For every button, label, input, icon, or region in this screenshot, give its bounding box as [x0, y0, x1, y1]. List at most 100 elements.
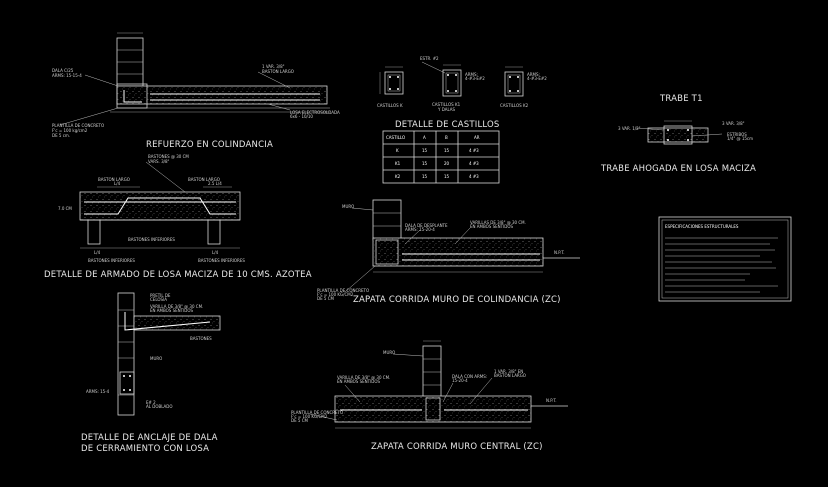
- title-trabe-t1: TRABE T1: [659, 94, 703, 104]
- svg-text:DE 5 CM: DE 5 CM: [317, 296, 334, 301]
- svg-text:PLANTILLA DE CONCRETO: PLANTILLA DE CONCRETO: [317, 288, 369, 293]
- svg-text:ARMS:: ARMS:: [465, 72, 478, 77]
- title-detalle-losa: DETALLE DE ARMADO DE LOSA MACIZA DE 10 C…: [44, 270, 312, 280]
- svg-text:BASTONES: BASTONES: [190, 336, 212, 341]
- svg-text:K: K: [396, 148, 399, 153]
- svg-text:1/4" @ 15cm: 1/4" @ 15cm: [727, 136, 753, 141]
- svg-text:DE 5 CM: DE 5 CM: [291, 418, 308, 423]
- svg-text:CELOSIA: CELOSIA: [150, 297, 167, 302]
- svg-text:F'c = 100 kg/cm2: F'c = 100 kg/cm2: [52, 128, 88, 133]
- svg-text:CASTILLO: CASTILLO: [386, 135, 405, 140]
- svg-text:PLANTILLA DE CONCRETO: PLANTILLA DE CONCRETO: [291, 410, 343, 415]
- svg-text:ARMS:: ARMS:: [527, 72, 540, 77]
- title-trabe-ahogada: TRABE AHOGADA EN LOSA MACIZA: [600, 164, 756, 174]
- svg-text:15: 15: [444, 148, 450, 153]
- svg-text:DALA CON ARMS:: DALA CON ARMS:: [452, 374, 487, 379]
- svg-text:15: 15: [422, 148, 428, 153]
- svg-text:VARS. 3/8": VARS. 3/8": [148, 159, 170, 164]
- svg-text:L/4: L/4: [114, 181, 121, 186]
- svg-text:CASTILLOS K1: CASTILLOS K1: [432, 102, 461, 107]
- svg-text:4-#3-E#2: 4-#3-E#2: [527, 76, 547, 81]
- trabe-t1-detail: TRABE T1 3 VAR. 1/2" 3 VAR. 3/8" ESTRIBO…: [600, 94, 756, 174]
- especificaciones-box: ESPECIFICACIONES ESTRUCTURALES: [658, 216, 792, 302]
- svg-text:EN AMBOS SENTIDOS: EN AMBOS SENTIDOS: [337, 379, 381, 384]
- castillos-detail: ESTR. #2 ARMS: 4-#3-E#2 ARMS: 4-#3-E#2 C…: [377, 56, 547, 184]
- svg-text:BASTONES INFERIORES: BASTONES INFERIORES: [198, 258, 245, 263]
- svg-text:ESTR. #2: ESTR. #2: [420, 56, 439, 61]
- svg-text:N.P.T.: N.P.T.: [546, 398, 557, 403]
- svg-text:ARMS: 15-20-4: ARMS: 15-20-4: [405, 227, 435, 232]
- svg-text:K2: K2: [395, 174, 401, 179]
- svg-text:20: 20: [444, 161, 450, 166]
- svg-text:15: 15: [422, 174, 428, 179]
- svg-text:MURO: MURO: [383, 350, 395, 355]
- svg-text:CASTILLOS K2: CASTILLOS K2: [500, 103, 529, 108]
- svg-text:E# 2: E# 2: [146, 400, 156, 405]
- svg-text:BASTON LARGO: BASTON LARGO: [494, 373, 526, 378]
- svg-text:7.0 CM: 7.0 CM: [58, 206, 72, 211]
- svg-text:L/4: L/4: [212, 250, 219, 255]
- svg-text:15: 15: [422, 161, 428, 166]
- title-zapata-central: ZAPATA CORRIDA MURO CENTRAL (ZC): [371, 442, 543, 452]
- svg-text:VARILLA DE 3/8" @ 30 CM.: VARILLA DE 3/8" @ 30 CM.: [337, 375, 390, 380]
- castillos-table: CASTILLO A B AR K 15 15 4 #3 K1 15 20 4 …: [382, 130, 500, 184]
- zapata-colindancia-detail: MURO DALA DE DESPLANTE ARMS: 15-20-4 VAR…: [317, 199, 580, 305]
- svg-text:4 #3: 4 #3: [469, 148, 479, 153]
- svg-text:15: 15: [444, 174, 450, 179]
- svg-text:PLANTILLA DE CONCRETO: PLANTILLA DE CONCRETO: [52, 123, 104, 128]
- svg-text:EN AMBOS SENTIDOS: EN AMBOS SENTIDOS: [150, 308, 194, 313]
- zapata-central-detail: MURO VARILLA DE 3/8" @ 30 CM. EN AMBOS S…: [291, 340, 568, 452]
- losa-armado-detail: BASTONES @ 30 CM VARS. 3/8" BASTON LARGO…: [44, 154, 312, 280]
- svg-text:15-20-4: 15-20-4: [452, 378, 468, 383]
- svg-text:4 #3: 4 #3: [469, 161, 479, 166]
- svg-text:6x6 - 10/10: 6x6 - 10/10: [290, 114, 313, 119]
- svg-text:L/4: L/4: [94, 250, 101, 255]
- svg-text:PRETIL DE: PRETIL DE: [150, 293, 171, 298]
- svg-text:Y DALAS: Y DALAS: [437, 107, 456, 112]
- svg-text:3 VAR. 1/2": 3 VAR. 1/2": [618, 126, 641, 131]
- svg-text:B: B: [445, 135, 448, 140]
- svg-text:BASTON LARGO: BASTON LARGO: [188, 177, 220, 182]
- svg-text:1 VAR. 3/8": 1 VAR. 3/8": [262, 64, 285, 69]
- svg-text:ESTRIBOS: ESTRIBOS: [727, 132, 747, 137]
- anclaje-dala-detail: PRETIL DE CELOSIA VARILLA DE 3/8" @ 30 C…: [81, 292, 221, 454]
- svg-text:4 #3: 4 #3: [469, 174, 479, 179]
- svg-text:ARMS: 15-4: ARMS: 15-4: [86, 389, 110, 394]
- title-anclaje-2: DE CERRAMIENTO CON LOSA: [81, 444, 209, 454]
- svg-text:BASTON LARGO: BASTON LARGO: [262, 69, 294, 74]
- castillo-k-label: CASTILLOS K: [377, 103, 403, 108]
- svg-text:4-#3-E#2: 4-#3-E#2: [465, 76, 485, 81]
- title-anclaje-1: DETALLE DE ANCLAJE DE DALA: [81, 433, 218, 443]
- svg-text:BASTON LARGO: BASTON LARGO: [98, 177, 130, 182]
- svg-text:N.P.T.: N.P.T.: [554, 250, 565, 255]
- svg-text:BASTONES INFERIORES: BASTONES INFERIORES: [88, 258, 135, 263]
- title-castillos: DETALLE DE CASTILLOS: [395, 120, 500, 130]
- svg-text:AR: AR: [474, 135, 480, 140]
- svg-text:MURO: MURO: [342, 204, 354, 209]
- svg-text:F'c = 100 KG/CM2: F'c = 100 KG/CM2: [317, 292, 354, 297]
- svg-text:VARILLA DE 3/8" @ 30 CM.: VARILLA DE 3/8" @ 30 CM.: [150, 304, 203, 309]
- svg-text:3 VAR. 3/8": 3 VAR. 3/8": [722, 121, 745, 126]
- svg-text:DALA C/25: DALA C/25: [52, 68, 74, 73]
- svg-text:ARMS: 15-15-4: ARMS: 15-15-4: [52, 73, 82, 78]
- svg-text:F'c = 100 KG/CM2: F'c = 100 KG/CM2: [291, 414, 328, 419]
- svg-text:AL DOBLADO: AL DOBLADO: [146, 404, 173, 409]
- svg-text:MURO: MURO: [150, 356, 162, 361]
- svg-text:A: A: [423, 135, 426, 140]
- svg-text:EN AMBOS SENTIDOS: EN AMBOS SENTIDOS: [470, 224, 514, 229]
- title-refuerzo: REFUERZO EN COLINDANCIA: [146, 140, 273, 150]
- svg-text:BASTONES INFERIORES: BASTONES INFERIORES: [128, 237, 175, 242]
- svg-text:1 VAR. 3/8" EN: 1 VAR. 3/8" EN: [494, 369, 523, 374]
- svg-text:LOSA ELECTROSOLDADA: LOSA ELECTROSOLDADA: [290, 110, 340, 115]
- title-especificaciones: ESPECIFICACIONES ESTRUCTURALES: [665, 224, 739, 229]
- svg-text:BASTONES @ 30 CM: BASTONES @ 30 CM: [148, 154, 189, 159]
- svg-text:DALA DE DESPLANTE: DALA DE DESPLANTE: [405, 223, 448, 228]
- svg-text:VARILLAS DE 3/8" @ 30 CM.: VARILLAS DE 3/8" @ 30 CM.: [470, 220, 526, 225]
- svg-text:K1: K1: [395, 161, 401, 166]
- svg-text:2.5 L/4: 2.5 L/4: [208, 181, 222, 186]
- refuerzo-colindancia-detail: DALA C/25 ARMS: 15-15-4 1 VAR. 3/8" BAST…: [52, 32, 340, 150]
- title-zapata-colindancia: ZAPATA CORRIDA MURO DE COLINDANCIA (ZC): [353, 295, 561, 305]
- svg-text:DE 5 cm.: DE 5 cm.: [52, 133, 70, 138]
